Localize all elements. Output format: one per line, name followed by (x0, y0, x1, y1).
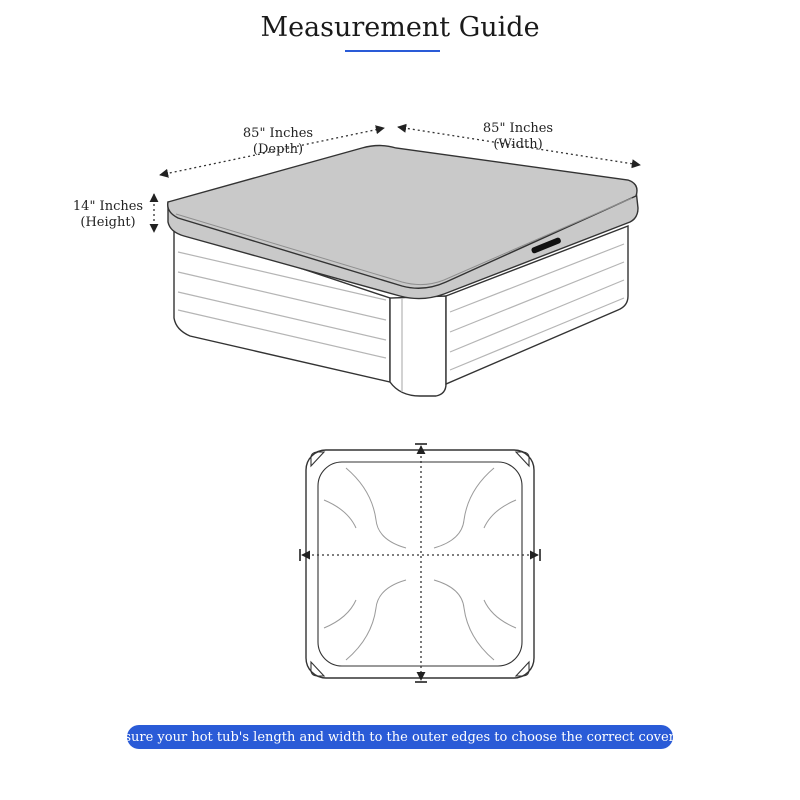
width-arrow (397, 123, 641, 169)
depth-label: 85" Inches (Depth) (232, 126, 324, 158)
height-label: 14" Inches (Height) (66, 199, 150, 231)
cover-handle (531, 237, 561, 254)
tub-right-side (445, 224, 629, 386)
cover-seam (175, 197, 633, 286)
title-underline (345, 50, 440, 52)
corner-tab-tr (514, 451, 530, 468)
height-value: 14" Inches (72, 199, 144, 214)
depth-arrow (159, 125, 385, 178)
depth-value: 85" Inches (242, 126, 314, 141)
cover-top (167, 144, 638, 289)
corner-tab-bl (310, 660, 326, 677)
corner-tab-br (514, 660, 530, 677)
page-title: Measurement Guide (260, 12, 540, 43)
top-view-outer (305, 449, 535, 679)
footer-note-banner: Measure your hot tub's length and width … (96, 725, 704, 749)
hot-tub-isometric (167, 144, 639, 397)
corner-tab-tl (310, 451, 326, 468)
width-label: 85" Inches (Width) (472, 121, 564, 153)
tub-left-side (173, 225, 391, 383)
tub-corner-post (389, 295, 447, 397)
top-view-contours (323, 467, 517, 661)
tub-left-panels (177, 251, 387, 359)
hot-tub-top-view (305, 449, 535, 679)
height-dimension: (Height) (80, 215, 136, 230)
width-dimension: (Width) (493, 137, 543, 152)
top-view-arrow-caps (299, 443, 541, 683)
width-value: 85" Inches (482, 121, 554, 136)
depth-dimension: (Depth) (252, 142, 304, 157)
top-view-inner (317, 461, 523, 667)
tub-right-panels (449, 243, 625, 371)
